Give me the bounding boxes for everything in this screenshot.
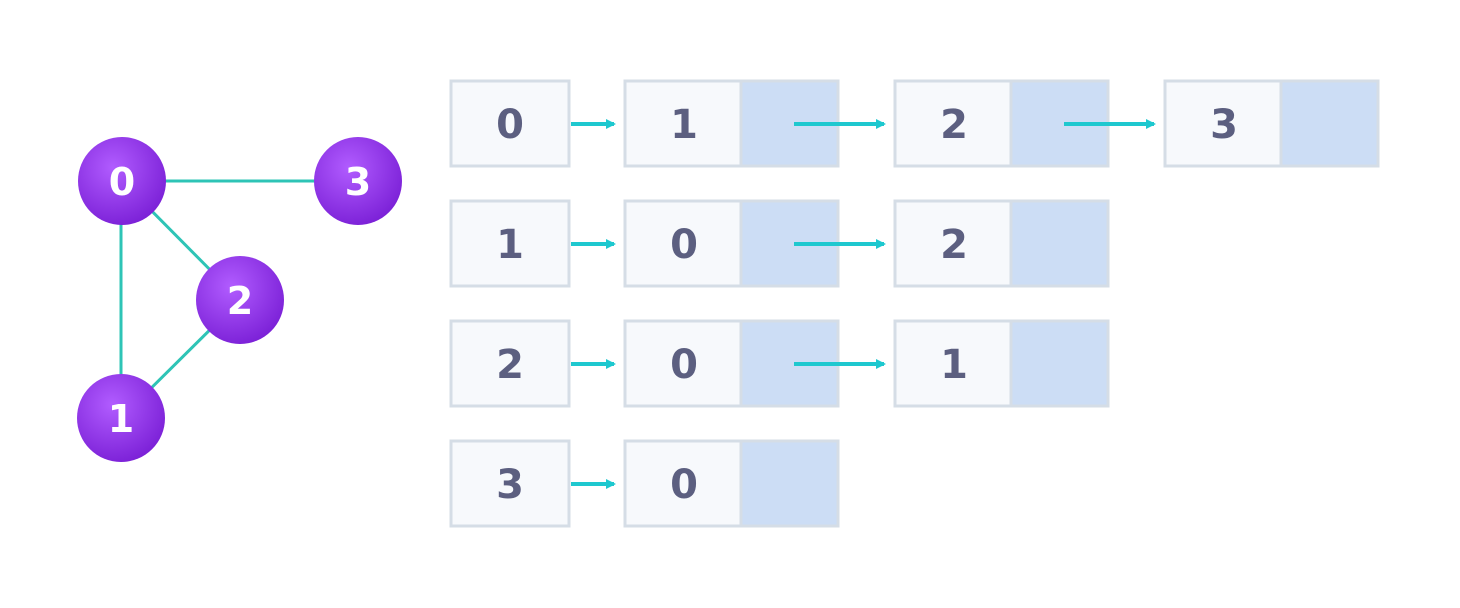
neighbor-label: 2 [940,222,968,268]
vertex-cell: 0 [449,79,571,168]
node-label-2: 2 [227,279,253,323]
node-label-0: 0 [109,160,135,204]
neighbor-label: 0 [670,462,698,508]
graph-node-0: 0 [78,137,166,225]
adjacency-row-2: 2 0 1 [449,319,1110,408]
adjacency-list: 0 1 2 3 [449,79,1380,528]
graph-nodes: 0 3 2 1 [77,137,402,462]
vertex-cell: 3 [449,439,571,528]
adjacency-row-1: 1 0 2 [449,199,1110,288]
vertex-label: 0 [496,102,524,148]
graph-node-1: 1 [77,374,165,462]
vertex-label: 2 [496,342,524,388]
adjacency-row-3: 3 0 [449,439,840,528]
neighbor-label: 1 [940,342,968,388]
vertex-label: 3 [496,462,524,508]
list-node: 2 [893,199,1110,288]
vertex-cell: 2 [449,319,571,408]
vertex-label: 1 [496,222,524,268]
node-label-1: 1 [108,397,134,441]
graph-node-2: 2 [196,256,284,344]
adjacency-row-0: 0 1 2 3 [449,79,1380,168]
neighbor-label: 3 [1210,102,1238,148]
neighbor-label: 0 [670,222,698,268]
neighbor-label: 1 [670,102,698,148]
graph-node-3: 3 [314,137,402,225]
node-label-3: 3 [345,160,371,204]
neighbor-label: 0 [670,342,698,388]
list-node: 0 [623,439,840,528]
vertex-cell: 1 [449,199,571,288]
list-node: 1 [893,319,1110,408]
neighbor-label: 2 [940,102,968,148]
list-node: 3 [1163,79,1380,168]
